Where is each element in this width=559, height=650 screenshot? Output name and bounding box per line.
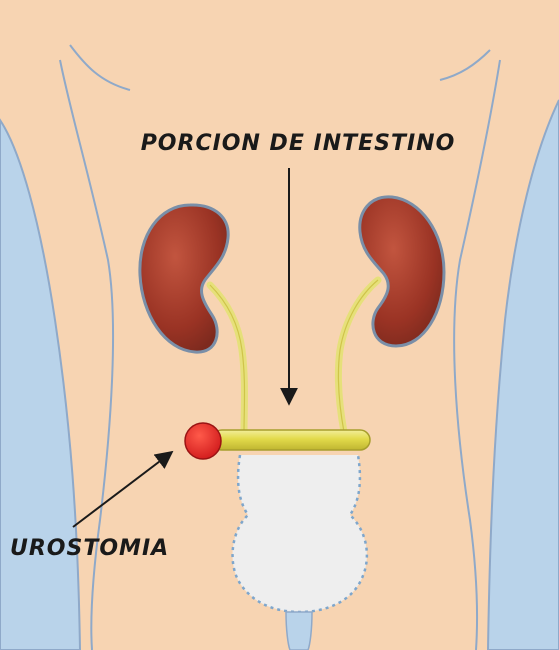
intestine-label: PORCION DE INTESTINO — [141, 131, 456, 156]
bladder — [233, 455, 367, 612]
stoma-label: UROSTOMIA — [10, 536, 169, 561]
intestine-segment — [212, 430, 370, 450]
urethra-fill — [286, 612, 312, 650]
stoma — [185, 423, 221, 459]
